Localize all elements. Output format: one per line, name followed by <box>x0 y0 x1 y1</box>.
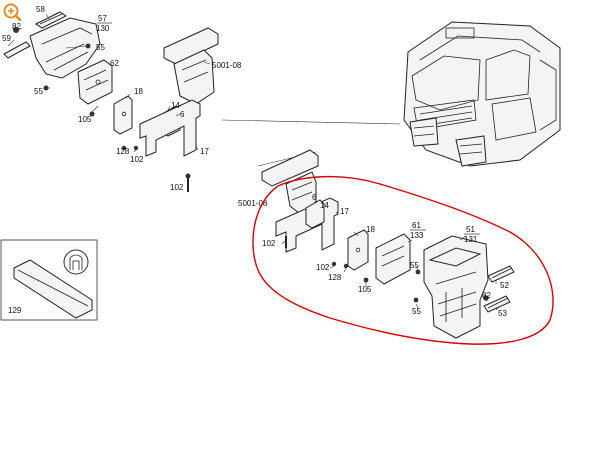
callout-55: 55 <box>34 87 43 96</box>
truck-cab-drawing <box>403 21 561 167</box>
nut-icon <box>331 261 337 267</box>
callout-128: 128 <box>328 273 342 282</box>
callout-6: 6 <box>312 193 317 202</box>
fraction-numerator: 61 <box>412 221 421 230</box>
ref-code-5001-08: 5001-08 <box>212 61 242 70</box>
pad-52-part <box>487 265 515 283</box>
housing-part <box>29 17 101 79</box>
callout-55: 55 <box>410 261 419 270</box>
callout-55: 55 <box>96 43 105 52</box>
screw-icon <box>363 277 369 283</box>
connector-line <box>221 119 401 125</box>
right-step <box>455 135 487 167</box>
callout-102: 102 <box>262 239 276 248</box>
inset-detail <box>0 239 98 321</box>
callout-82: 82 <box>12 22 21 31</box>
ref-code-5001-08: 5001-08 <box>238 199 268 208</box>
bracket-14-part <box>305 199 325 229</box>
nut-icon <box>13 27 19 33</box>
right-assembly <box>261 149 515 339</box>
callout-129: 129 <box>8 306 22 315</box>
screw-icon <box>343 263 349 269</box>
highlight-outline <box>252 175 554 345</box>
bracket-61-part <box>375 233 411 285</box>
callout-14: 14 <box>171 101 180 110</box>
callout-82: 82 <box>482 291 491 300</box>
fraction-numerator: 51 <box>466 225 475 234</box>
strip-part <box>3 41 31 59</box>
screw-icon <box>133 145 139 151</box>
nut-icon <box>121 145 127 151</box>
mount-body-part <box>173 49 215 105</box>
callout-128: 128 <box>116 147 130 156</box>
callout-17: 17 <box>340 207 349 216</box>
callout-58: 58 <box>36 5 45 14</box>
callout-62: 62 <box>110 59 119 68</box>
magnify-plus-icon[interactable] <box>3 3 22 22</box>
screw-icon <box>89 111 95 117</box>
seal-strip-part <box>13 259 93 319</box>
left-assembly <box>3 11 219 192</box>
callout-102: 102 <box>170 183 184 192</box>
screw-icon <box>415 269 421 275</box>
fraction-numerator: 57 <box>98 14 107 23</box>
bracket-62-part <box>77 59 113 105</box>
fraction-denominator: 133 <box>410 231 424 240</box>
fraction-denominator: 131 <box>464 235 478 244</box>
callout-59: 59 <box>2 34 11 43</box>
roof-hatch <box>445 27 475 39</box>
callout-53: 53 <box>498 309 507 318</box>
left-step <box>409 117 439 147</box>
screw-icon <box>413 297 419 303</box>
callout-17: 17 <box>200 147 209 156</box>
callout-52: 52 <box>500 281 509 290</box>
callout-18: 18 <box>366 225 375 234</box>
screw-icon <box>85 43 91 49</box>
callout-102: 102 <box>316 263 330 272</box>
callout-6: 6 <box>180 110 185 119</box>
callout-55: 55 <box>412 307 421 316</box>
rail-17-part <box>139 99 201 157</box>
callout-105: 105 <box>358 285 372 294</box>
fraction-denominator: 130 <box>96 24 110 33</box>
mount-block-part <box>163 27 219 65</box>
mount-block-part <box>261 149 319 187</box>
callout-14: 14 <box>320 201 329 210</box>
callout-105: 105 <box>78 115 92 124</box>
detail-circle <box>63 249 89 275</box>
callout-18: 18 <box>134 87 143 96</box>
callout-102: 102 <box>130 155 144 164</box>
